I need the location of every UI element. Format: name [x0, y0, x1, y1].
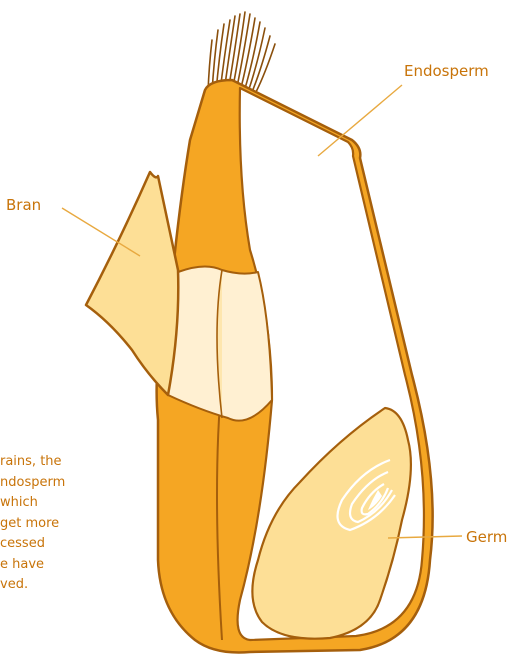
- endosperm-leader-line: [318, 85, 402, 156]
- endosperm-label: Endosperm: [404, 62, 489, 80]
- caption-line: ved.: [0, 575, 170, 596]
- kernel-bran-flap: [86, 172, 178, 395]
- bran-label: Bran: [6, 196, 41, 214]
- caption-line: cessed: [0, 534, 170, 555]
- caption-line: e have: [0, 555, 170, 576]
- caption-line: ndosperm: [0, 473, 170, 494]
- caption-text: rains, the ndosperm which get more cesse…: [0, 452, 170, 596]
- caption-line: which: [0, 493, 170, 514]
- caption-line: get more: [0, 514, 170, 535]
- caption-line: rains, the: [0, 452, 170, 473]
- kernel-brush-hairs: [208, 12, 275, 92]
- germ-label: Germ: [466, 528, 507, 546]
